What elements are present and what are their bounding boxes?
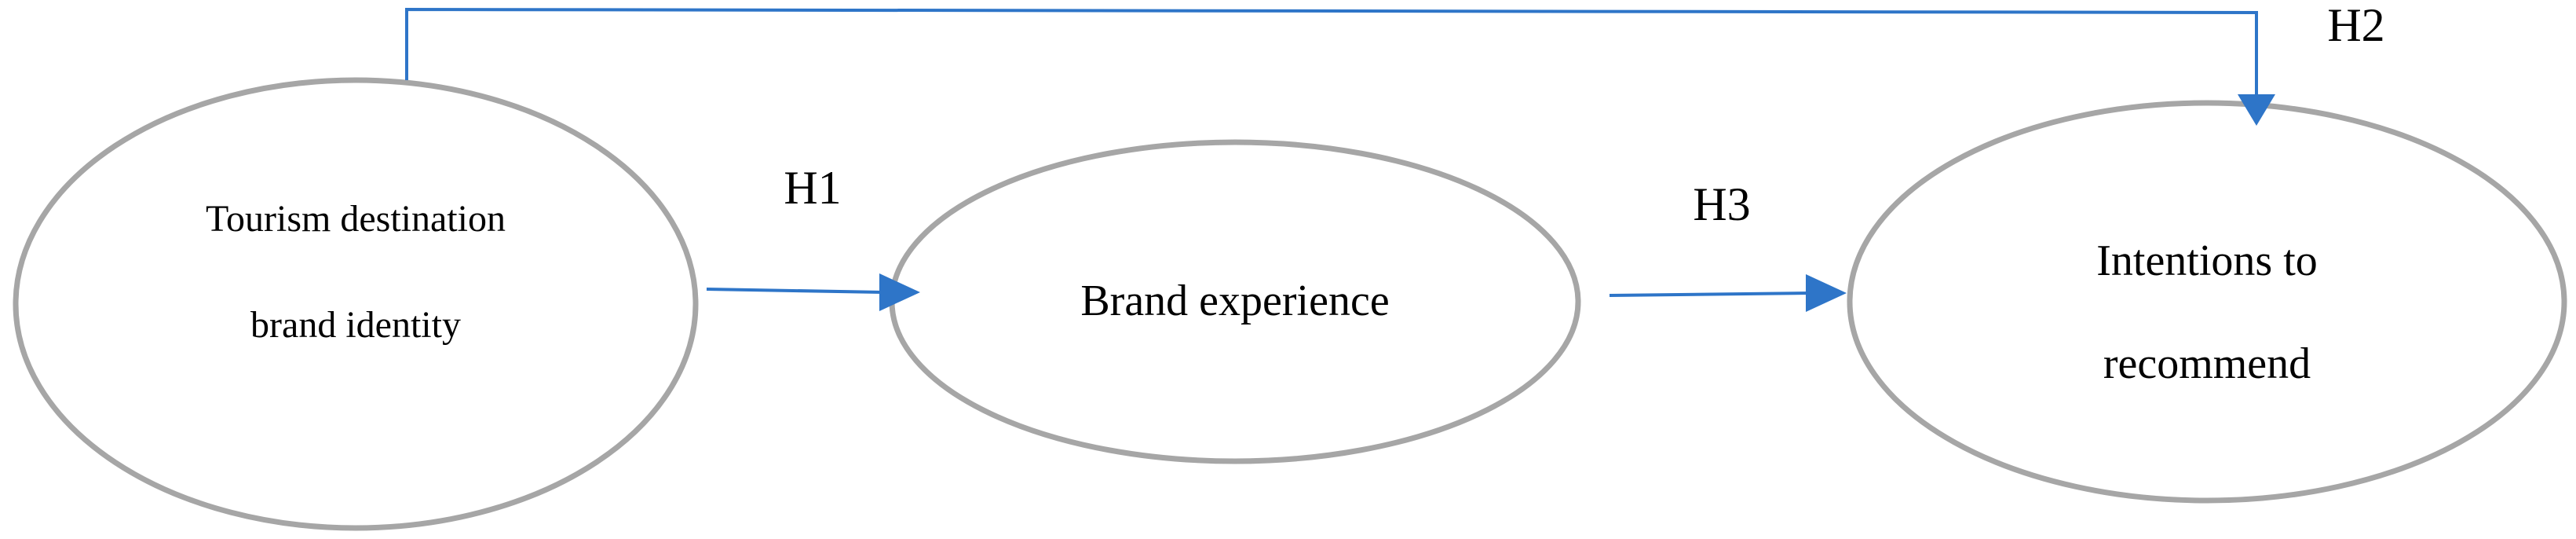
h3-arrow-line: [1609, 292, 1811, 297]
h1-arrow-line: [706, 288, 884, 294]
experience-label: Brand experience: [1080, 277, 1389, 325]
hypothesis-h3-label: H3: [1693, 178, 1750, 230]
node-intentions-to-recommend: [1847, 100, 2567, 504]
hypothesis-h1-label: H1: [784, 162, 841, 214]
identity-label-line1: Tourism destination: [206, 198, 506, 240]
h2-arrowhead: [2238, 94, 2275, 126]
recommend-label-line2: recommend: [2103, 339, 2311, 388]
h1-arrowhead: [879, 273, 920, 311]
node-brand-identity: [13, 77, 699, 531]
hypothesis-h2-label: H2: [2327, 0, 2384, 51]
recommend-label-line1: Intentions to: [2096, 236, 2318, 285]
h3-arrowhead: [1806, 274, 1847, 312]
identity-label-line2: brand identity: [250, 304, 461, 346]
h2-connector-line: [405, 7, 2258, 102]
